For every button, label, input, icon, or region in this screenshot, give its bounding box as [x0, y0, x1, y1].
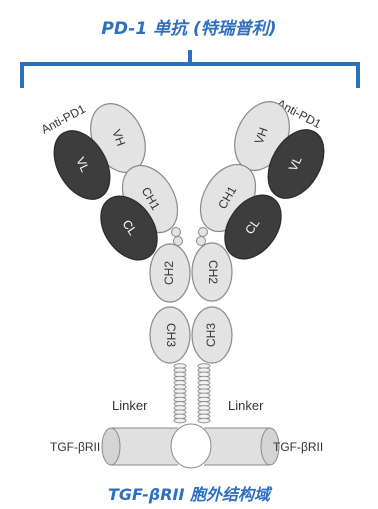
top-bracket [22, 64, 358, 88]
linker-label-left: Linker [112, 398, 148, 413]
linker-coil [198, 418, 210, 423]
linker-right [198, 364, 210, 423]
hinge-right-upper [199, 228, 208, 237]
tgf-receptor-core [171, 424, 211, 468]
hinge-left-upper [172, 228, 181, 237]
tgf-receptor-right [204, 428, 279, 465]
domain-ch3-right-label: CH3 [204, 323, 218, 347]
linker-left [174, 364, 186, 423]
linker-label-right: Linker [228, 398, 264, 413]
hinge-right-lower [197, 237, 206, 246]
domain-ch2-right-label: CH2 [206, 260, 220, 284]
linker-coil [174, 418, 186, 423]
anti-pd1-label-left: Anti-PD1 [39, 102, 88, 137]
domain-ch2-left-label: CH2 [162, 261, 176, 285]
domain-ch3-left-label: CH3 [164, 323, 178, 347]
tgf-receptor-label-right: TGF-βRII [273, 440, 323, 454]
tgf-receptor-label-left: TGF-βRII [50, 440, 100, 454]
hinge-left-lower [174, 237, 183, 246]
diagram-caption: TGF-βRII 胞外结构域 [0, 481, 378, 505]
tgf-receptor-left [102, 428, 178, 465]
